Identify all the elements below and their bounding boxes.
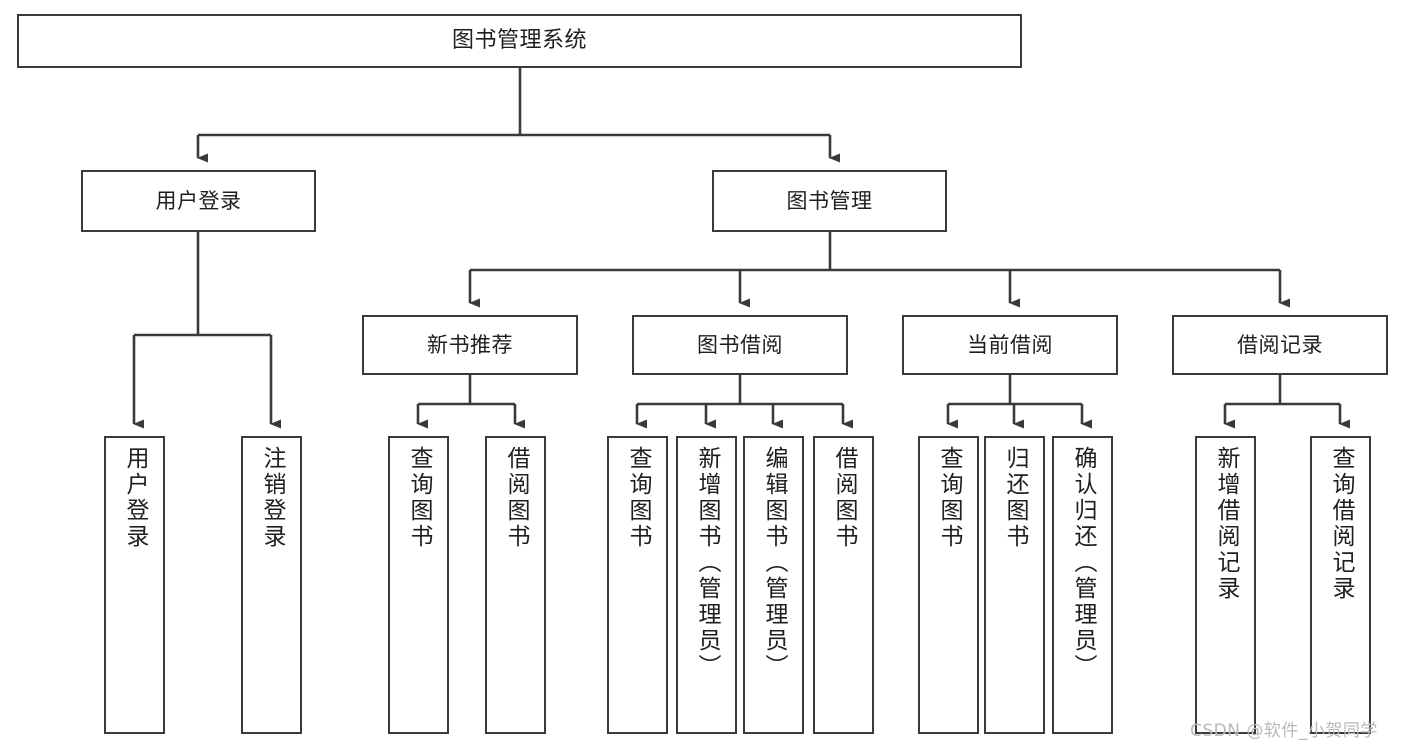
- node-label: 用户登录: [155, 188, 242, 213]
- node-label: 归还图书: [1002, 446, 1028, 550]
- leaf-borrow-edit-book-admin[interactable]: 编辑图书（管理员）: [743, 436, 804, 734]
- node-label: 借阅图书: [503, 446, 529, 550]
- node-label: 查询图书: [625, 446, 651, 550]
- leaf-user-login-signout[interactable]: 注销登录: [241, 436, 302, 734]
- node-label: 查询图书: [406, 446, 432, 550]
- leaf-user-login-signin[interactable]: 用户登录: [104, 436, 165, 734]
- node-label: 查询借阅记录: [1328, 446, 1354, 602]
- node-label: 当前借阅: [967, 332, 1053, 357]
- leaf-recommend-query-book[interactable]: 查询图书: [388, 436, 449, 734]
- leaf-current-confirm-return-admin[interactable]: 确认归还（管理员）: [1052, 436, 1113, 734]
- node-label: 确认归还（管理员）: [1070, 446, 1096, 680]
- node-label: 图书管理: [786, 188, 873, 213]
- node-label: 新书推荐: [427, 332, 513, 357]
- leaf-records-add-record[interactable]: 新增借阅记录: [1195, 436, 1256, 734]
- node-label: 借阅图书: [831, 446, 857, 550]
- node-label: 注销登录: [259, 446, 285, 550]
- node-label: 编辑图书（管理员）: [761, 446, 787, 680]
- leaf-records-query-record[interactable]: 查询借阅记录: [1310, 436, 1371, 734]
- node-current-borrow[interactable]: 当前借阅: [902, 315, 1118, 375]
- leaf-recommend-borrow-book[interactable]: 借阅图书: [485, 436, 546, 734]
- node-label: 图书借阅: [697, 332, 783, 357]
- leaf-borrow-query-book[interactable]: 查询图书: [607, 436, 668, 734]
- node-book-borrow[interactable]: 图书借阅: [632, 315, 848, 375]
- node-new-book-recommend[interactable]: 新书推荐: [362, 315, 578, 375]
- leaf-current-return-book[interactable]: 归还图书: [984, 436, 1045, 734]
- node-root-system[interactable]: 图书管理系统: [17, 14, 1022, 68]
- leaf-borrow-add-book-admin[interactable]: 新增图书（管理员）: [676, 436, 737, 734]
- leaf-borrow-borrow-book[interactable]: 借阅图书: [813, 436, 874, 734]
- watermark-text: CSDN @软件_小贺同学: [1190, 721, 1378, 741]
- node-book-management[interactable]: 图书管理: [712, 170, 947, 232]
- node-user-login[interactable]: 用户登录: [81, 170, 316, 232]
- node-label: 新增借阅记录: [1213, 446, 1239, 602]
- node-label: 用户登录: [122, 446, 148, 550]
- node-borrow-records[interactable]: 借阅记录: [1172, 315, 1388, 375]
- node-label: 查询图书: [936, 446, 962, 550]
- node-label: 新增图书（管理员）: [694, 446, 720, 680]
- node-label: 借阅记录: [1237, 332, 1323, 357]
- leaf-current-query-book[interactable]: 查询图书: [918, 436, 979, 734]
- node-label: 图书管理系统: [451, 28, 587, 54]
